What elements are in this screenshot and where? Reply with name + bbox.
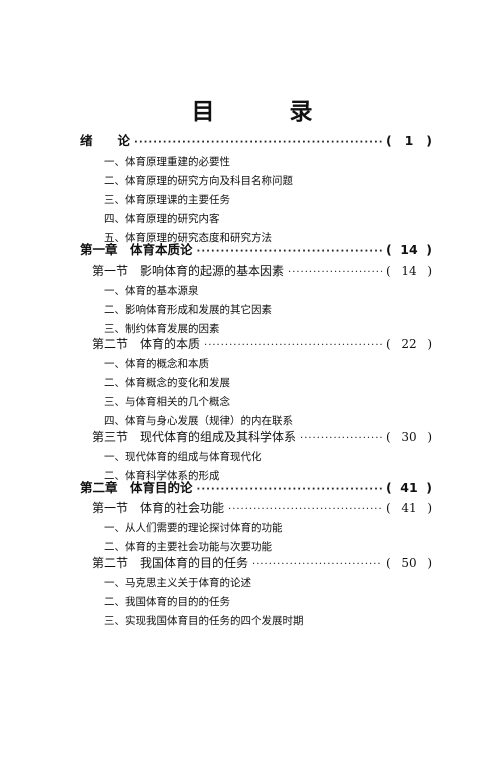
page-number: (14) xyxy=(386,262,432,280)
open-paren: ( xyxy=(386,337,391,351)
toc-item[interactable]: 二、体育的主要社会功能与次要功能 xyxy=(104,541,272,553)
toc-item[interactable]: 三、制约体育发展的因素 xyxy=(104,323,220,335)
page-number-value: 41 xyxy=(401,501,417,515)
toc-section[interactable]: 第二节 体育的本质·······························… xyxy=(92,335,432,353)
toc-item[interactable]: 二、体育概念的变化和发展 xyxy=(104,377,230,389)
page-number: (50) xyxy=(386,554,432,572)
toc-item[interactable]: 一、马克思主义关于体育的论述 xyxy=(104,577,251,589)
open-paren: ( xyxy=(386,430,391,444)
toc-chapter[interactable]: 第二章 体育目的论·······························… xyxy=(80,479,432,497)
page-number-value: 41 xyxy=(400,480,418,495)
toc-item[interactable]: 三、与体育相关的几个概念 xyxy=(104,396,230,408)
close-paren: ) xyxy=(427,556,432,570)
toc-item[interactable]: 四、体育原理的研究内客 xyxy=(104,213,220,225)
open-paren: ( xyxy=(386,242,392,257)
close-paren: ) xyxy=(427,337,432,351)
open-paren: ( xyxy=(386,556,391,570)
leader-dots: ········································… xyxy=(252,559,382,570)
close-paren: ) xyxy=(427,501,432,515)
close-paren: ) xyxy=(427,264,432,278)
toc-entry-title: 绪 论 xyxy=(80,133,131,148)
toc-chapter[interactable]: 绪 论·····································… xyxy=(80,132,432,150)
toc-section[interactable]: 第三节 现代体育的组成及其科学体系·······················… xyxy=(92,428,432,446)
toc-section[interactable]: 第二节 我国体育的目的任务···························… xyxy=(92,554,432,572)
leader-dots: ········································… xyxy=(196,484,382,495)
toc-section[interactable]: 第一节 体育的社会功能·····························… xyxy=(92,499,432,517)
toc-entry-title: 第一节 影响体育的起源的基本因素 xyxy=(92,264,285,278)
toc-chapter[interactable]: 第一章 体育本质论·······························… xyxy=(80,241,432,259)
toc-item[interactable]: 二、影响体育形成和发展的其它因素 xyxy=(104,304,272,316)
close-paren: ) xyxy=(426,242,432,257)
toc-entry-title: 第三节 现代体育的组成及其科学体系 xyxy=(92,430,297,444)
toc-entry-title: 第二节 体育的本质 xyxy=(92,337,201,351)
leader-dots: ········································… xyxy=(300,433,382,444)
page-number-value: 1 xyxy=(404,133,414,148)
toc-item[interactable]: 二、体育科学体系的形成 xyxy=(104,470,220,482)
toc-item[interactable]: 三、实现我国体育目的任务的四个发展时期 xyxy=(104,615,304,627)
toc-item[interactable]: 四、体育与身心发展（规律）的内在联系 xyxy=(104,415,293,427)
toc-item[interactable]: 一、体育的基本源泉 xyxy=(104,285,199,297)
toc-entry-title: 第二节 我国体育的目的任务 xyxy=(92,556,249,570)
page-number-value: 30 xyxy=(401,430,417,444)
leader-dots: ········································… xyxy=(134,137,382,148)
page-number: (14) xyxy=(386,241,432,259)
page-title: 目 录 xyxy=(191,99,339,125)
toc-item[interactable]: 一、从人们需要的理论探讨体育的功能 xyxy=(104,522,283,534)
open-paren: ( xyxy=(386,133,392,148)
page-number-value: 22 xyxy=(401,337,417,351)
toc-item[interactable]: 三、体育原理课的主要任务 xyxy=(104,194,230,206)
toc-entry-title: 第一章 体育本质论 xyxy=(80,242,193,257)
page-number: (1) xyxy=(386,132,432,150)
leader-dots: ········································… xyxy=(204,340,382,351)
toc-item[interactable]: 一、现代体育的组成与体育现代化 xyxy=(104,451,262,463)
toc-item[interactable]: 一、体育原理重建的必要性 xyxy=(104,156,230,168)
close-paren: ) xyxy=(426,480,432,495)
page-number-value: 14 xyxy=(400,242,418,257)
page-number: (22) xyxy=(386,335,432,353)
leader-dots: ········································… xyxy=(196,246,382,257)
close-paren: ) xyxy=(427,430,432,444)
open-paren: ( xyxy=(386,501,391,515)
page-number: (41) xyxy=(386,479,432,497)
toc-item[interactable]: 二、我国体育的目的的任务 xyxy=(104,596,230,608)
page-number: (30) xyxy=(386,428,432,446)
leader-dots: ········································… xyxy=(288,267,382,278)
toc-entry-title: 第二章 体育目的论 xyxy=(80,480,193,495)
toc-entry-title: 第一节 体育的社会功能 xyxy=(92,501,225,515)
toc-section[interactable]: 第一节 影响体育的起源的基本因素························… xyxy=(92,262,432,280)
toc-item[interactable]: 一、体育的概念和本质 xyxy=(104,358,209,370)
page-number: (41) xyxy=(386,499,432,517)
close-paren: ) xyxy=(426,133,432,148)
page-number-value: 14 xyxy=(401,264,417,278)
open-paren: ( xyxy=(386,264,391,278)
open-paren: ( xyxy=(386,480,392,495)
toc-item[interactable]: 五、体育原理的研究态度和研究方法 xyxy=(104,232,272,244)
leader-dots: ········································… xyxy=(228,504,382,515)
toc-item[interactable]: 二、体育原理的研究方向及科目名称问题 xyxy=(104,175,293,187)
page-number-value: 50 xyxy=(401,556,417,570)
